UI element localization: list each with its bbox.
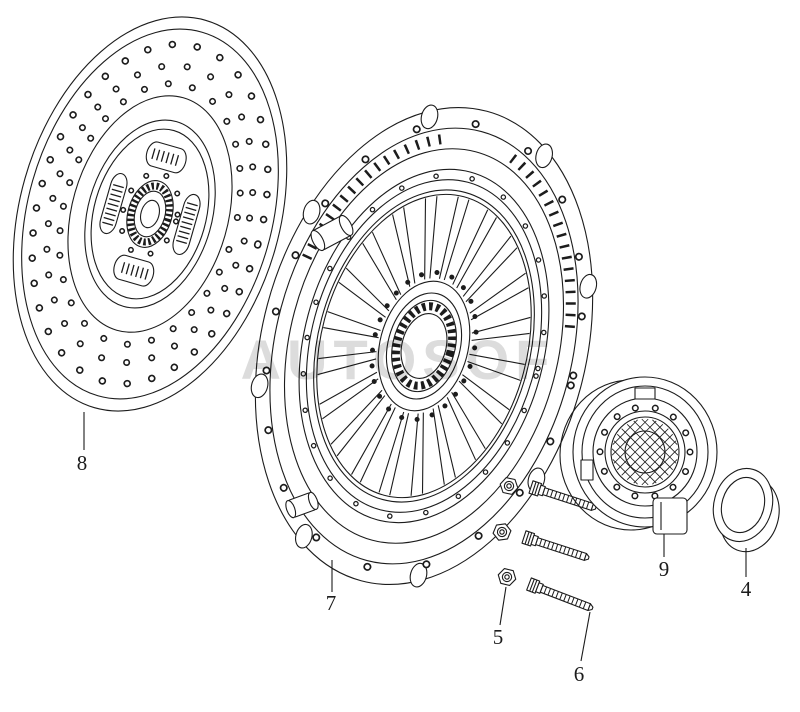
- part-label-6: 6: [574, 662, 585, 686]
- spline-bore: [387, 300, 460, 392]
- bolt: [522, 531, 591, 564]
- bearing-lug: [653, 498, 687, 534]
- part-9-release-bearing: [560, 377, 717, 534]
- housing-boss: [284, 491, 320, 519]
- bolt: [527, 578, 595, 615]
- housing-boss: [308, 213, 355, 252]
- part-label-4: 4: [741, 577, 752, 601]
- leader-lines: [84, 412, 746, 661]
- watermark-text: AUTOSOF: [241, 328, 556, 391]
- part-label-5: 5: [493, 625, 504, 649]
- nut: [495, 566, 519, 588]
- part-6-bolts: [522, 481, 598, 615]
- part-7-pressure-plate: [205, 69, 644, 622]
- part-8-clutch-disc: [0, 0, 331, 444]
- part-labels: 8 7 5 6 9 4: [77, 451, 752, 686]
- spline-hub: [124, 181, 175, 246]
- part-label-8: 8: [77, 451, 88, 475]
- part-label-7: 7: [326, 591, 337, 615]
- part-label-9: 9: [659, 557, 670, 581]
- part-4-ring: [703, 461, 790, 558]
